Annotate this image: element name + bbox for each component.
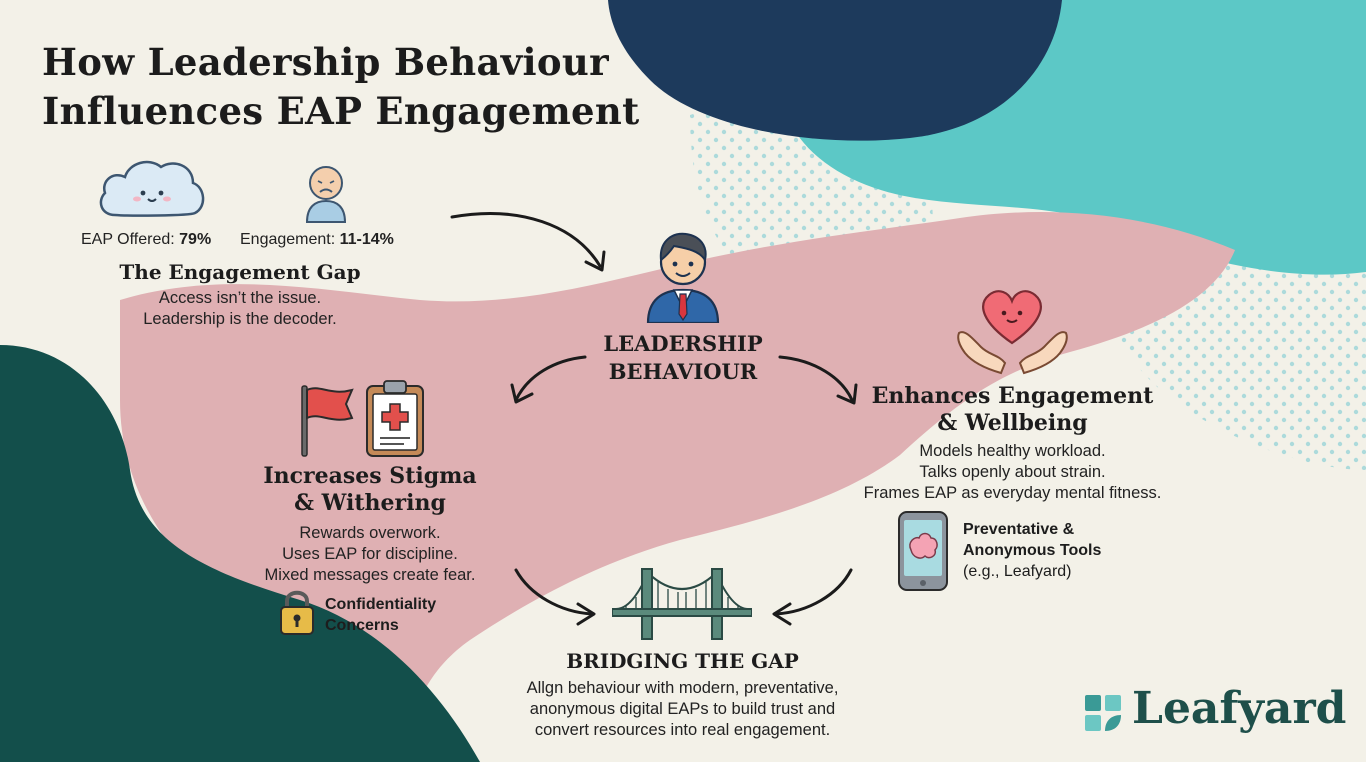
leaf-logo-icon bbox=[1085, 695, 1121, 731]
page-title-line2: Influences EAP Engagement bbox=[42, 89, 640, 133]
dark-green-blob bbox=[0, 345, 480, 762]
arrow-leadership-to-stigma bbox=[514, 355, 587, 402]
arrow-leadership-to-enhances-head bbox=[836, 383, 858, 405]
bridging-heading: BRIDGING THE GAP bbox=[566, 649, 799, 673]
red-flag-icon bbox=[301, 385, 354, 457]
bridge-icon bbox=[612, 568, 752, 640]
arrow-tools-to-bridge bbox=[774, 568, 853, 616]
stigma-text: Rewards overwork. Uses EAP for disciplin… bbox=[264, 524, 476, 584]
eap-offered-stat: EAP Offered: 79% bbox=[81, 231, 211, 249]
engagement-gap-text: Access isn’t the issue. Leadership is th… bbox=[143, 289, 337, 328]
confidentiality-label: Confidentiality Concerns bbox=[325, 596, 437, 634]
pink-band bbox=[120, 212, 1235, 720]
engagement-gap-block: The Engagement Gap Access isn’t the issu… bbox=[80, 260, 400, 330]
arrow-stigma-to-bridge-head bbox=[576, 602, 596, 626]
bridging-text: Allgn behaviour with modern, preventativ… bbox=[526, 679, 839, 739]
engagement-label: Engagement: bbox=[240, 231, 340, 248]
engagement-value: 11-14% bbox=[339, 231, 394, 248]
eap-offered-label: EAP Offered: bbox=[81, 231, 180, 248]
navy-blob bbox=[608, 0, 1062, 141]
stigma-heading: Increases Stigma & Withering bbox=[263, 463, 477, 516]
arrow-leadership-to-stigma-head bbox=[510, 383, 534, 404]
brand-name: Leafyard bbox=[1132, 683, 1347, 734]
arrow-gap-to-leadership bbox=[450, 212, 602, 268]
leadership-behaviour-label: LEADERSHIP BEHAVIOUR bbox=[603, 331, 763, 384]
engagement-stat: Engagement: 11-14% bbox=[240, 231, 394, 249]
arrow-gap-to-leadership-head bbox=[584, 250, 606, 272]
stigma-block: Increases Stigma & Withering Rewards ove… bbox=[240, 463, 500, 586]
leader-person-icon bbox=[646, 232, 720, 323]
phone-brain-icon bbox=[898, 511, 948, 591]
arrow-stigma-to-bridge bbox=[514, 568, 594, 616]
eap-offered-value: 79% bbox=[179, 231, 212, 248]
enhances-block: Enhances Engagement & Wellbeing Models h… bbox=[835, 383, 1190, 504]
page-title-line1: How Leadership Behaviour bbox=[42, 40, 609, 84]
arrow-tools-to-bridge-head bbox=[772, 602, 792, 626]
heart-hands-icon bbox=[957, 290, 1068, 375]
engagement-gap-heading: The Engagement Gap bbox=[119, 260, 361, 284]
sad-person-icon bbox=[305, 166, 347, 223]
padlock-icon bbox=[280, 590, 314, 635]
bridging-block: BRIDGING THE GAP Allgn behaviour with mo… bbox=[480, 648, 885, 741]
enhances-text: Models healthy workload. Talks openly ab… bbox=[863, 442, 1162, 502]
cloud-face-icon bbox=[99, 160, 205, 217]
medical-clipboard-icon bbox=[366, 380, 424, 457]
arrow-leadership-to-enhances bbox=[778, 355, 854, 402]
tools-label: Preventative & Anonymous Tools (e.g., Le… bbox=[963, 521, 1102, 580]
enhances-heading: Enhances Engagement & Wellbeing bbox=[871, 383, 1154, 436]
